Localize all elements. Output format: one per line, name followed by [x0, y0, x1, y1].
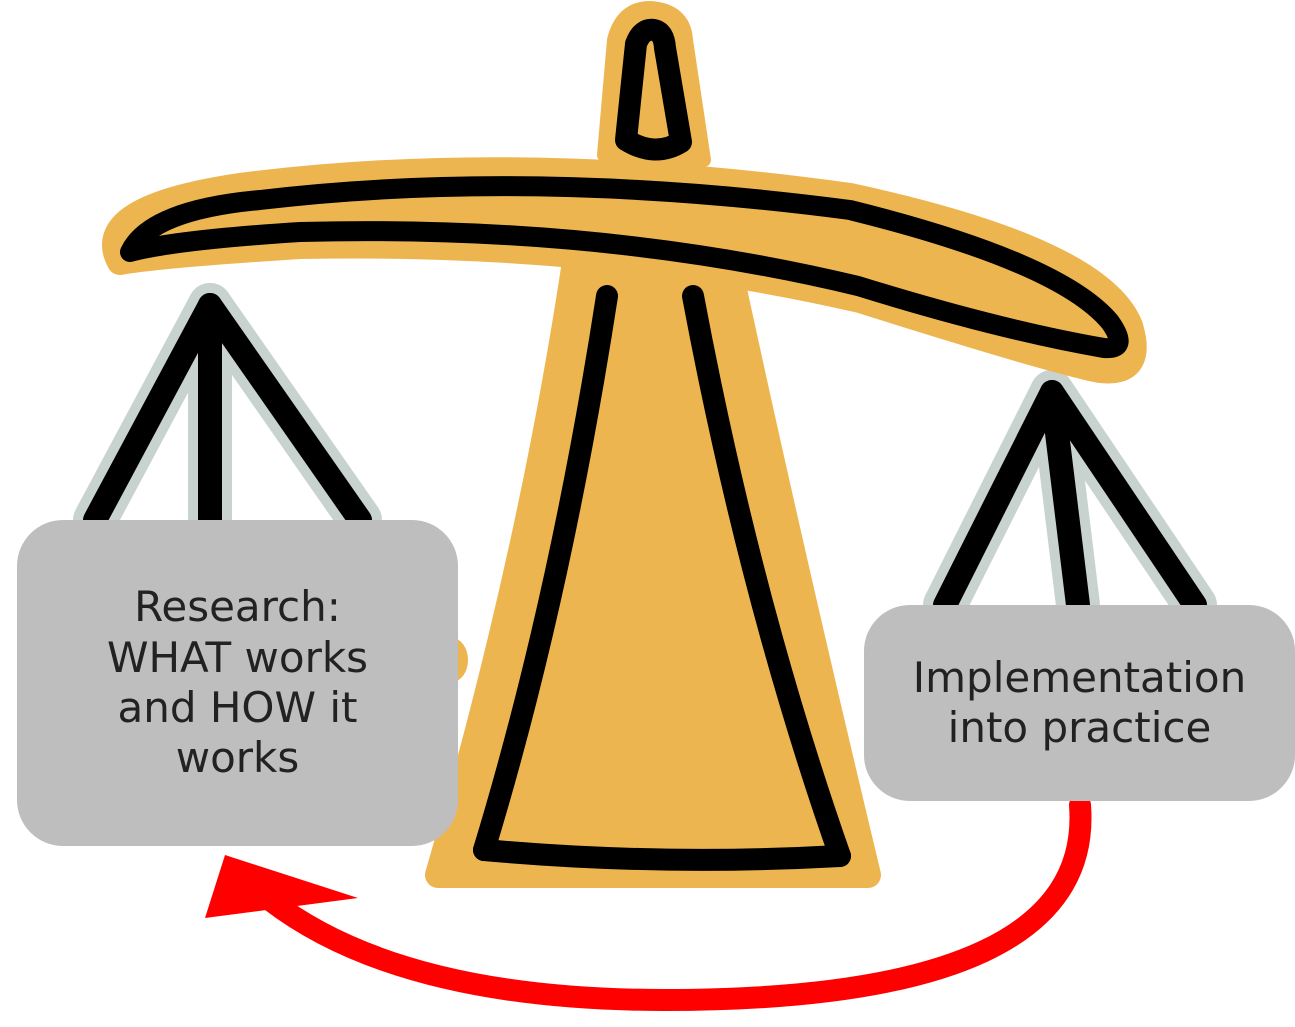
- left-pan-strings: [73, 283, 382, 542]
- implementation-box: Implementation into practice: [864, 605, 1295, 801]
- feedback-arrow: [205, 794, 1092, 1012]
- research-box: Research: WHAT works and HOW it works: [17, 520, 458, 846]
- scale-beam: [102, 157, 1147, 384]
- scale-pedestal: [425, 249, 881, 888]
- implementation-box-text: Implementation into practice: [912, 652, 1247, 752]
- research-box-text: Research: WHAT works and HOW it works: [106, 582, 369, 783]
- right-pan-strings: [923, 370, 1217, 627]
- scale-top-post: [597, 1, 711, 167]
- arrowhead-icon: [205, 855, 358, 918]
